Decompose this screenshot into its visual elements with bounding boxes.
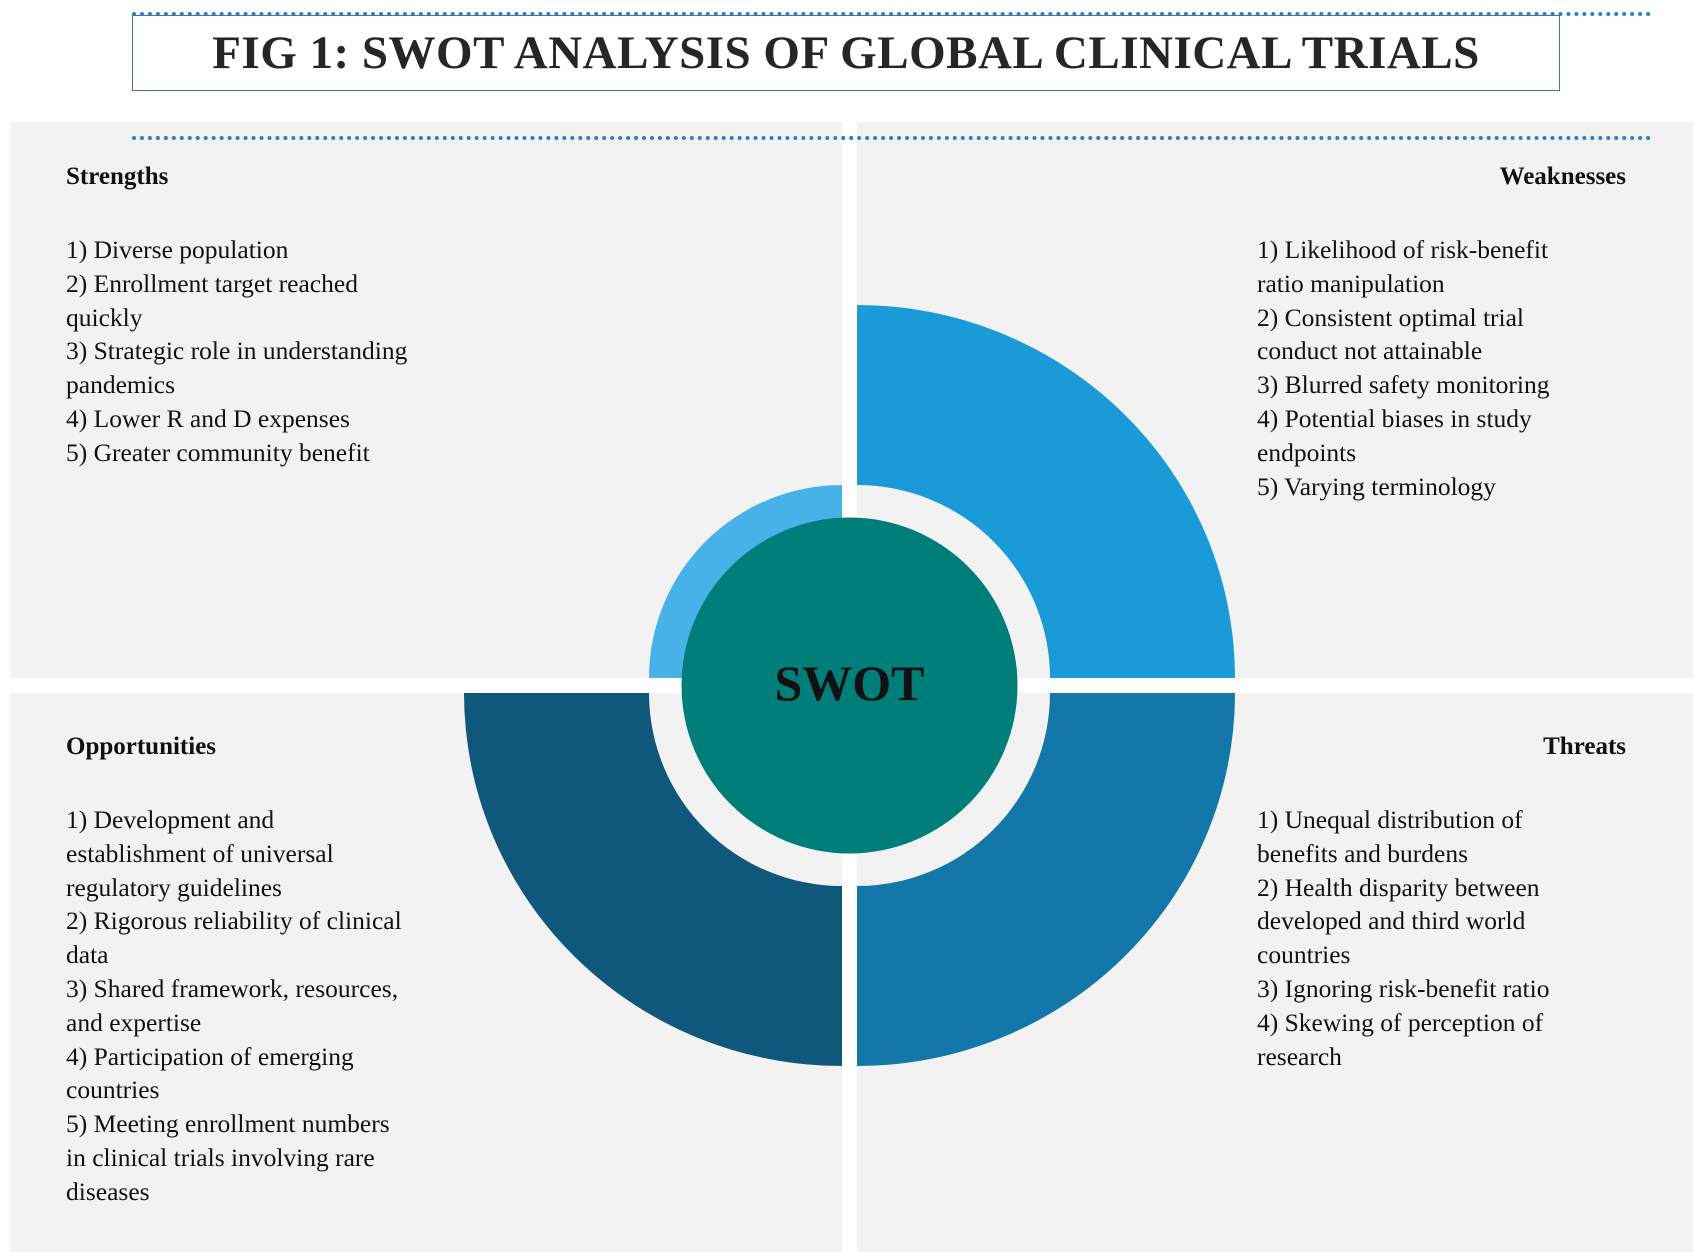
opportunities-item: 3) Shared framework, resources, bbox=[66, 973, 399, 1003]
opportunities-item: 5) Meeting enrollment numbers bbox=[66, 1109, 390, 1139]
opportunities-item: 4) Participation of emerging bbox=[66, 1041, 354, 1071]
strengths-item: 2) Enrollment target reached bbox=[66, 268, 358, 298]
opportunities-heading: Opportunities bbox=[66, 733, 217, 760]
weaknesses-item: 5) Varying terminology bbox=[1257, 471, 1496, 501]
strengths-item: 5) Greater community benefit bbox=[66, 437, 370, 467]
opportunities-item: 1) Development and bbox=[66, 805, 275, 834]
weaknesses-item: conduct not attainable bbox=[1257, 336, 1483, 366]
figure-title-box: FIG 1: SWOT ANALYSIS OF GLOBAL CLINICAL … bbox=[132, 15, 1560, 91]
threats-item: countries bbox=[1257, 940, 1351, 970]
opportunities-segment bbox=[464, 693, 842, 1066]
strengths-heading: Strengths bbox=[66, 163, 169, 190]
threats-item: 1) Unequal distribution of bbox=[1257, 805, 1523, 834]
threats-list: 1) Unequal distribution of benefits and b… bbox=[1257, 803, 1549, 1073]
threats-item: 4) Skewing of perception of bbox=[1257, 1007, 1544, 1037]
threats-item: 3) Ignoring risk-benefit ratio bbox=[1257, 973, 1550, 1003]
weaknesses-item: 2) Consistent optimal trial bbox=[1257, 302, 1525, 332]
opportunities-item: in clinical trials involving rare bbox=[66, 1142, 375, 1172]
opportunities-item: 2) Rigorous reliability of clinical bbox=[66, 906, 402, 936]
opportunities-item: regulatory guidelines bbox=[66, 872, 282, 902]
strengths-item: 4) Lower R and D expenses bbox=[66, 403, 350, 433]
threats-item: benefits and burdens bbox=[1257, 838, 1469, 868]
threats-segment bbox=[857, 693, 1235, 1066]
strengths-item: quickly bbox=[66, 302, 143, 332]
weaknesses-item: endpoints bbox=[1257, 437, 1357, 467]
dotted-rule-top bbox=[132, 12, 1652, 16]
weaknesses-list: 1) Likelihood of risk-benefit ratio manip… bbox=[1257, 233, 1549, 503]
opportunities-item: countries bbox=[66, 1075, 160, 1105]
weaknesses-item: 3) Blurred safety monitoring bbox=[1257, 370, 1550, 400]
weaknesses-segment bbox=[857, 305, 1235, 678]
opportunities-item: and expertise bbox=[66, 1007, 202, 1037]
weaknesses-heading: Weaknesses bbox=[1499, 163, 1626, 190]
opportunities-item: establishment of universal bbox=[66, 838, 334, 868]
dotted-rule-overlay bbox=[132, 136, 1652, 140]
threats-heading: Threats bbox=[1543, 733, 1626, 760]
center-label: SWOT bbox=[774, 655, 924, 711]
strengths-item: pandemics bbox=[66, 370, 176, 400]
opportunities-item: diseases bbox=[66, 1176, 150, 1206]
weaknesses-item: ratio manipulation bbox=[1257, 268, 1445, 298]
opportunities-item: data bbox=[66, 940, 109, 970]
weaknesses-item: 1) Likelihood of risk-benefit bbox=[1257, 235, 1549, 264]
figure-title: FIG 1: SWOT ANALYSIS OF GLOBAL CLINICAL … bbox=[212, 27, 1480, 79]
center-circle bbox=[681, 517, 1018, 854]
threats-item: 2) Health disparity between bbox=[1257, 872, 1540, 902]
threats-item: research bbox=[1257, 1041, 1342, 1071]
opportunities-list: 1) Development and establishment of unive… bbox=[66, 803, 402, 1209]
threats-item: developed and third world bbox=[1257, 906, 1526, 936]
strengths-list: 1) Diverse population 2) Enrollment targe… bbox=[66, 233, 407, 470]
strengths-item: 1) Diverse population bbox=[66, 235, 289, 264]
weaknesses-item: 4) Potential biases in study bbox=[1257, 403, 1532, 433]
strengths-item: 3) Strategic role in understanding bbox=[66, 336, 408, 366]
